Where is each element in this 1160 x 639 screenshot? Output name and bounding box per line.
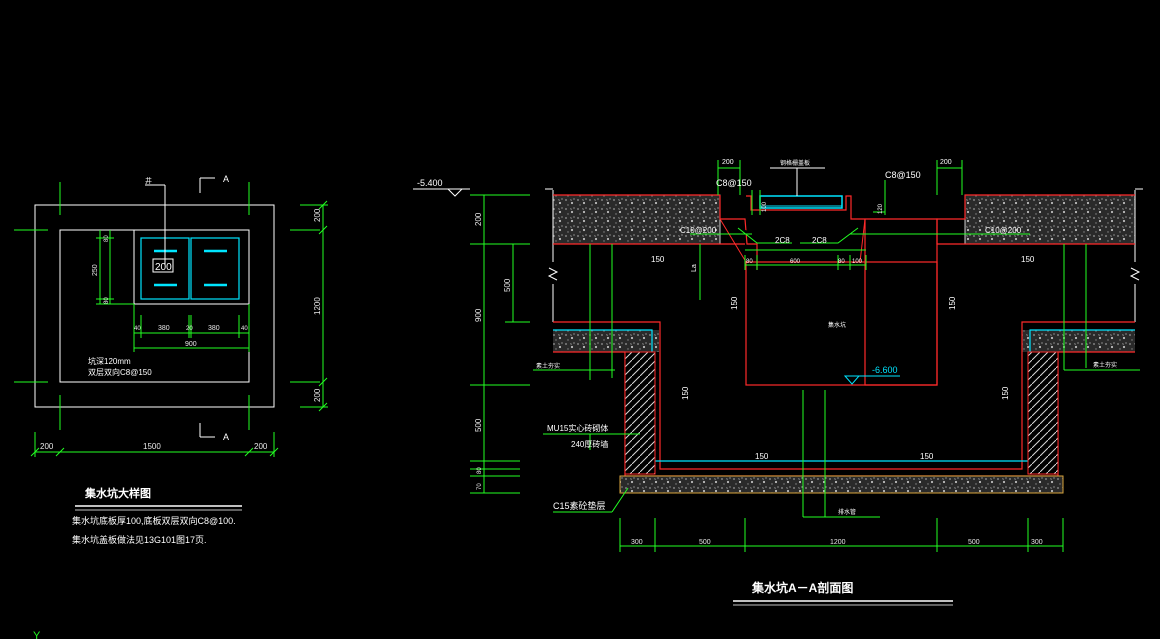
brick-wall-right [1027, 351, 1059, 475]
dim-150-v4: 150 [1001, 386, 1010, 400]
rebar-c8-150-left: C8@150 [716, 178, 752, 188]
vdim-500b: 500 [474, 418, 483, 432]
elevation-top: -5.400 [417, 178, 443, 188]
dim-100: 100 [762, 201, 768, 212]
plan-view: 200 井 A A [14, 174, 328, 545]
bars-2c8-right: 2C8 [812, 236, 827, 245]
ucs-y-axis-label: Y [33, 630, 41, 639]
plan-note-depth: 坑深120mm [88, 356, 131, 366]
dim-100b: 100 [852, 259, 863, 265]
plan-footnote-1: 集水坑底板厚100,底板双层双向C8@100. [72, 515, 236, 526]
rebar-c10-left: C10@200 [680, 226, 717, 235]
bars-2c8-left: 2C8 [775, 236, 790, 245]
plan-dim-20: 20 [186, 326, 193, 332]
dim-150-right: 150 [1021, 255, 1035, 264]
plan-dim-bottom-1500: 1500 [143, 442, 161, 451]
plan-dim-380b: 380 [208, 325, 220, 332]
plan-dim-right-top: 200 [313, 208, 322, 222]
plan-dim-bottom-200b: 200 [254, 442, 268, 451]
vdim-80: 80 [477, 467, 483, 474]
section-title: 集水坑A－A剖面图 [751, 580, 853, 595]
dim-b1200: 1200 [830, 539, 846, 546]
plan-section-mark-top: A [223, 174, 229, 184]
pit-label: 集水坑 [828, 321, 846, 329]
plan-section-mark-bottom: A [223, 432, 229, 442]
dim-150-v1: 150 [730, 296, 739, 310]
plan-dim-right-mid: 1200 [313, 297, 322, 315]
plan-footnote-2: 集水坑盖板做法见13G101图17页. [72, 534, 207, 545]
section-view: -5.400 [413, 159, 1143, 606]
plan-grate-right [190, 237, 240, 300]
plan-dim-380a: 380 [158, 325, 170, 332]
plan-dim-right-bot: 200 [313, 388, 322, 402]
plan-title: 集水坑大样图 [84, 486, 151, 500]
left-soil-label: 素土夯实 [536, 362, 560, 370]
dim-150-left: 150 [651, 255, 665, 264]
rebar-c10-right: C10@200 [985, 226, 1022, 235]
section-dim-200a: 200 [722, 159, 734, 166]
right-soil-label: 素土夯实 [1093, 361, 1117, 369]
section-dim-200b: 200 [940, 159, 952, 166]
dim-80b: 80 [838, 259, 845, 265]
dim-b300b: 300 [1031, 539, 1043, 546]
dim-150-v3: 150 [681, 386, 690, 400]
dim-150-h1: 150 [755, 452, 769, 461]
dim-150-v2: 150 [948, 296, 957, 310]
plan-dim-250: 250 [92, 264, 99, 276]
dim-b500a: 500 [699, 539, 711, 546]
c15-label: C15素砼垫层 [553, 500, 606, 511]
rebar-c8-150-right: C8@150 [885, 170, 921, 180]
brick-wall-left [624, 351, 656, 475]
wall-240-label: 240厚砖墙 [571, 439, 608, 449]
vdim-200: 200 [474, 212, 483, 226]
dim-b300a: 300 [631, 539, 643, 546]
grating-cover-label: 钢格栅盖板 [780, 159, 810, 167]
plan-dim-40b: 40 [241, 326, 248, 332]
plan-dim-80a: 80 [104, 235, 110, 242]
plan-dim-80b: 80 [104, 297, 110, 304]
mu15-label: MU15实心砖砌体 [547, 423, 608, 433]
slab-left [552, 194, 721, 245]
elevation-bottom: -6.600 [872, 365, 898, 375]
plan-outer-outline [34, 204, 275, 408]
slab-right [964, 194, 1136, 245]
c15-base-pad [619, 475, 1064, 494]
vdim-500a: 500 [503, 278, 512, 292]
dim-b500b: 500 [968, 539, 980, 546]
drain-label: 排水管 [838, 508, 856, 516]
vdim-900: 900 [474, 308, 483, 322]
anchor-length-la: La [691, 264, 698, 272]
plan-dim-200-center: 200 [155, 262, 172, 273]
dim-600: 600 [790, 259, 801, 265]
plan-dim-bottom-200a: 200 [40, 442, 54, 451]
plan-pointer-label: 井 [145, 176, 152, 185]
dim-150-h2: 150 [920, 452, 934, 461]
plan-cover-frame [133, 229, 250, 305]
plan-dim-900: 900 [185, 341, 197, 348]
dim-120: 120 [878, 203, 884, 214]
plan-note-rebar: 双层双向C8@150 [88, 367, 152, 377]
plan-dim-40a: 40 [134, 326, 141, 332]
pit-inner [745, 261, 938, 386]
dim-80a: 80 [746, 259, 753, 265]
vdim-70: 70 [477, 483, 483, 490]
